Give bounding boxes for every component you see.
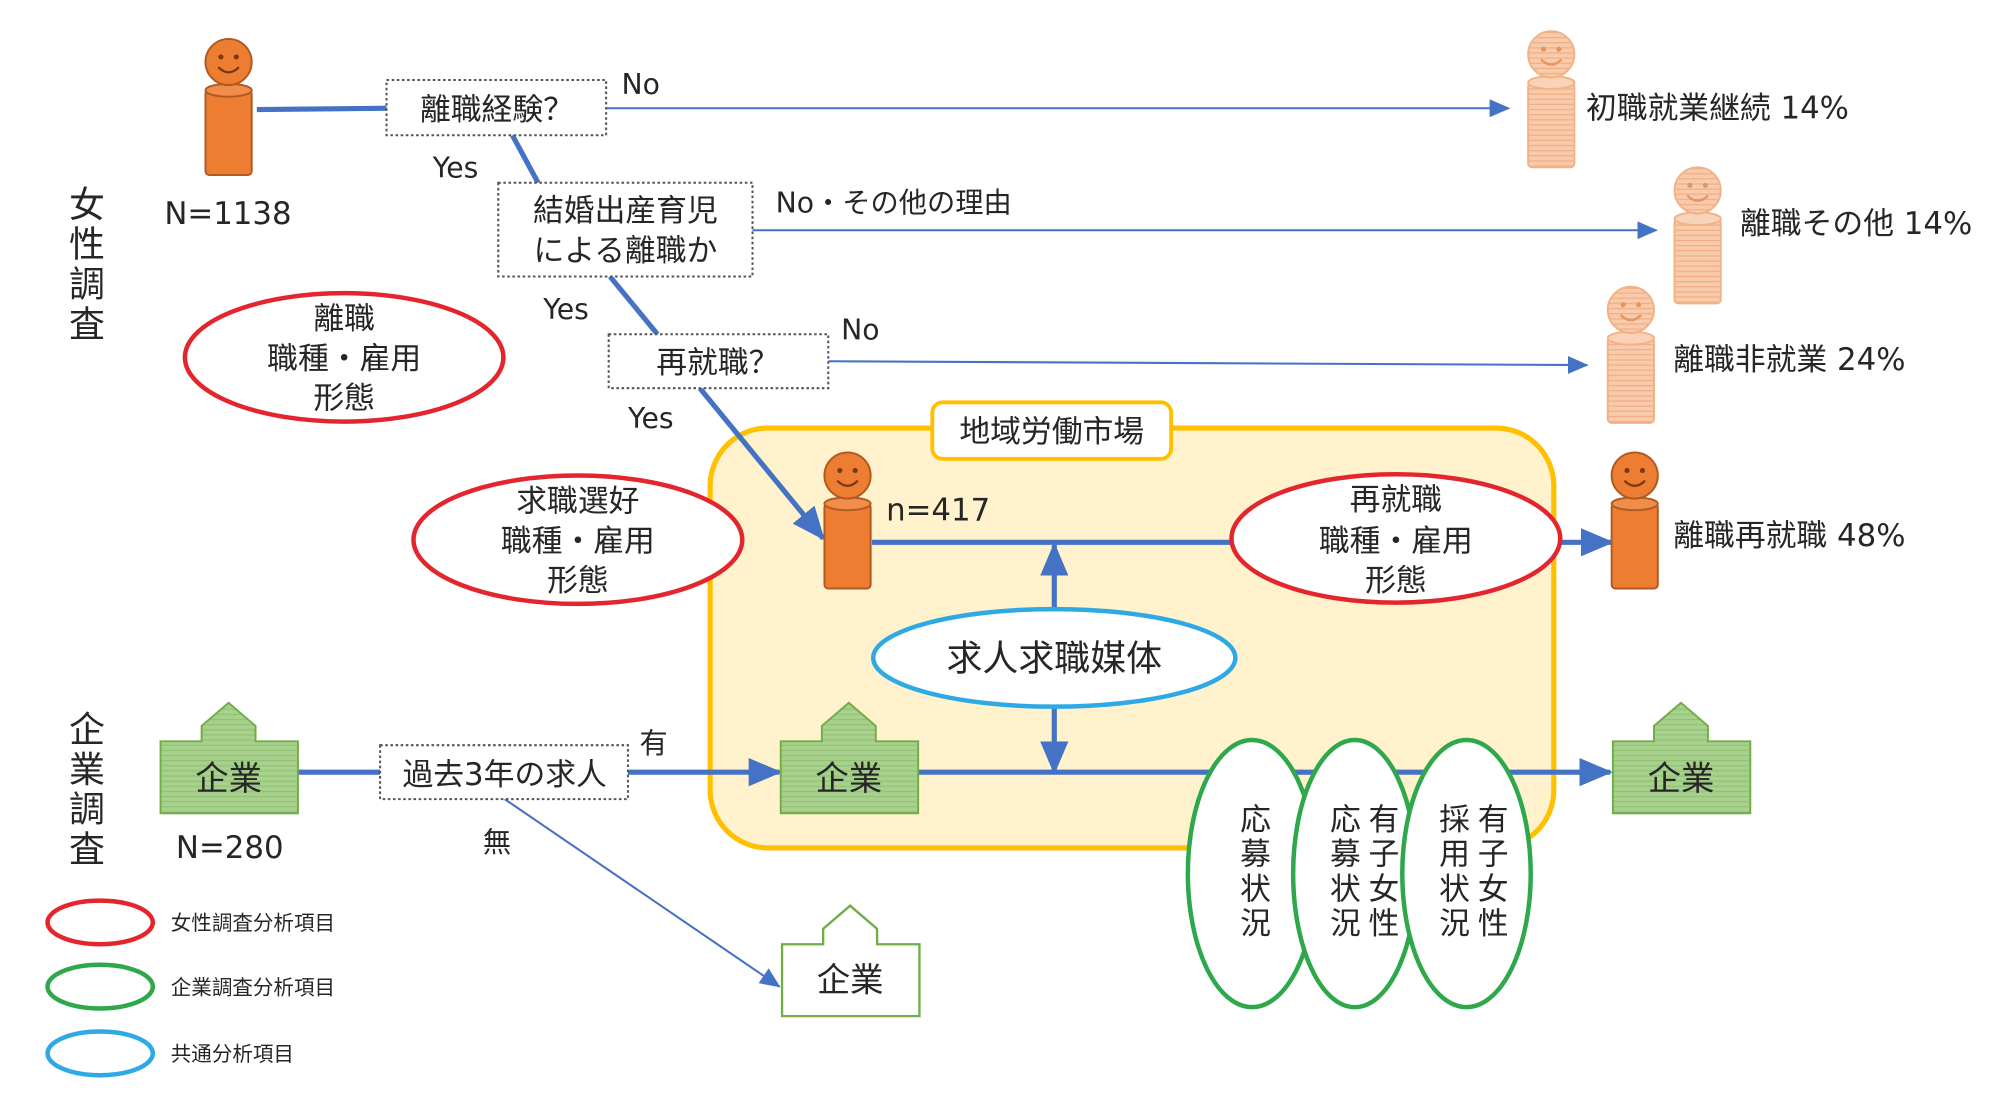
item-line: 職種・雇用 (1319, 523, 1473, 559)
branch-label-no: No・その他の理由 (776, 186, 1012, 219)
decision-label: 離職経験？ (420, 92, 574, 128)
respondent-icon (823, 451, 872, 590)
company-node: 企業 (159, 701, 299, 815)
company-sample-size: N=280 (176, 830, 284, 866)
reemployed-sample-size: n=417 (886, 492, 990, 528)
item-column: 応募状況 (1234, 803, 1270, 942)
outcome-label-reemployed: 離職再就職 48% (1673, 518, 1905, 554)
respondent-icon (204, 37, 253, 177)
analysis-item-job-preference: 求職選好 職種・雇用 形態 (411, 473, 745, 607)
company-label: 企業 (195, 759, 262, 798)
item-line: 形態 (313, 381, 375, 417)
item-line: 形態 (1365, 563, 1427, 599)
analysis-item-mothers-hiring: 有子女性 採用状況 (1400, 737, 1533, 1010)
branch-label-yes: Yes (432, 152, 479, 185)
item-column: 応募状況 (1324, 803, 1360, 942)
item-line: 離職 (313, 301, 375, 337)
analysis-item-mothers-application: 有子女性 応募状況 (1290, 737, 1419, 1010)
item-line: 求職選好 (516, 483, 639, 519)
analysis-item-reemployment: 再就職 職種・雇用 形態 (1229, 471, 1563, 605)
flow-arrow-thin (828, 355, 1589, 374)
branch-label-yes: 有 (640, 727, 668, 760)
legend: 女性調査分析項目 企業調査分析項目 共通分析項目 (45, 898, 335, 1078)
decision-label-line1: 結婚出産育児 (533, 193, 718, 229)
respondent-icon-faded (1606, 285, 1656, 425)
regional-labor-market-label-box: 地域労働市場 (930, 400, 1174, 461)
flow-line (607, 274, 660, 336)
outcome-label-continued: 初職就業継続 14% (1586, 91, 1849, 127)
decision-label: 過去3年の求人 (402, 757, 606, 793)
decision-label-line2: による離職か (533, 233, 717, 269)
branch-label-yes: Yes (627, 402, 674, 435)
item-line: 職種・雇用 (267, 341, 421, 377)
decision-box-recruitment: 過去3年の求人 (379, 744, 629, 801)
decision-box-reason: 結婚出産育児 による離職か (497, 181, 754, 278)
company-label: 企業 (815, 759, 882, 798)
flow-arrow-thin (504, 798, 781, 988)
analysis-item-separation: 離職 職種・雇用 形態 (182, 290, 506, 424)
legend-label: 企業調査分析項目 (171, 975, 335, 999)
item-column: 有子女性 (1472, 803, 1508, 942)
decision-box-reemployment: 再就職？ (607, 333, 830, 390)
regional-labor-market-label: 地域労働市場 (959, 414, 1144, 450)
women-survey-label: 女性調査 (63, 185, 104, 345)
branch-label-no: No (622, 68, 660, 101)
item-line: 求人求職媒体 (946, 639, 1162, 680)
analysis-item-media: 求人求職媒体 (870, 606, 1238, 709)
branch-label-no: 無 (483, 826, 511, 859)
item-line: 形態 (547, 563, 609, 599)
flow-line (256, 105, 387, 113)
legend-label: 共通分析項目 (171, 1042, 294, 1066)
branch-label-yes: Yes (542, 293, 589, 326)
outcome-label-other: 離職その他 14% (1740, 206, 1972, 242)
branch-label-no: No (841, 313, 879, 346)
item-line: 再就職 (1350, 482, 1442, 518)
women-sample-size: N=1138 (164, 196, 291, 232)
company-node-no-recruitment: 企業 (780, 904, 921, 1018)
company-label: 企業 (817, 961, 884, 1000)
item-column: 有子女性 (1362, 803, 1398, 942)
flow-line (510, 133, 541, 184)
company-node: 企業 (779, 701, 920, 815)
respondent-icon-faded (1673, 166, 1722, 305)
decision-label: 再就職？ (656, 345, 779, 381)
item-line: 職種・雇用 (501, 523, 655, 559)
company-label: 企業 (1648, 759, 1715, 798)
company-node: 企業 (1611, 701, 1752, 815)
legend-label: 女性調査分析項目 (171, 911, 335, 935)
company-survey-label: 企業調査 (63, 710, 104, 870)
legend-item-shared: 共通分析項目 (45, 1029, 294, 1078)
item-column: 採用状況 (1433, 803, 1469, 942)
flow-arrow (697, 386, 826, 541)
respondent-icon (1610, 451, 1659, 590)
decision-box-separation: 離職経験？ (385, 78, 608, 137)
respondent-icon-faded (1526, 30, 1576, 169)
legend-item-women: 女性調査分析項目 (45, 898, 335, 947)
legend-item-company: 企業調査分析項目 (45, 962, 335, 1011)
outcome-label-not-employed: 離職非就業 24% (1673, 342, 1905, 378)
